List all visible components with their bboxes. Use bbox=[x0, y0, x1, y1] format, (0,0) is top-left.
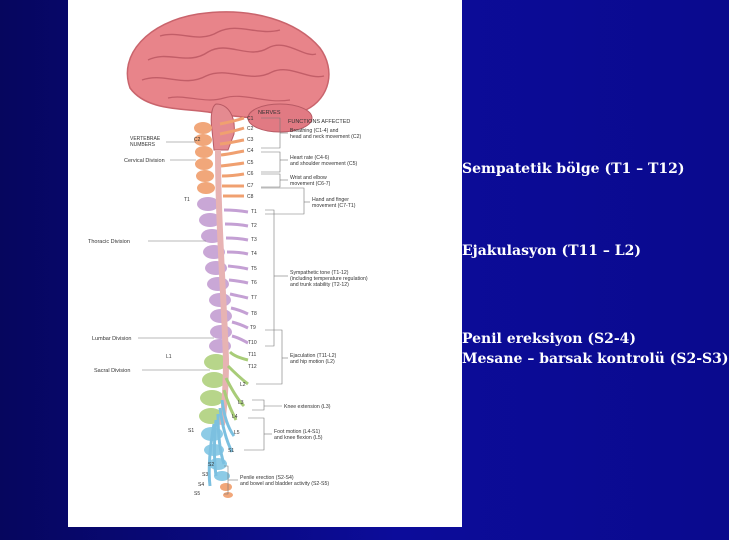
vertebra-markers: C2 T1 L1 S1 bbox=[166, 137, 201, 434]
nerve-label: L4 bbox=[232, 414, 238, 420]
nerve-label: T12 bbox=[248, 364, 257, 370]
bladder-bowel-control-note: Mesane – barsak kontrolü (S2-S3) bbox=[462, 351, 729, 367]
function-label: movement (C7-T1) bbox=[312, 203, 356, 209]
function-label: Foot motion (L4-S1) bbox=[274, 429, 320, 435]
division-leader-lines bbox=[138, 141, 214, 371]
nerve-label: C4 bbox=[247, 148, 254, 154]
functions-header: FUNCTIONS AFFECTED bbox=[288, 119, 350, 125]
nerve-label: T1 bbox=[251, 209, 257, 215]
cervical-vertebrae bbox=[194, 122, 215, 194]
nerve-label: T3 bbox=[251, 237, 257, 243]
nerve-label: T10 bbox=[248, 340, 257, 346]
spinal-cord-figure: NERVES FUNCTIONS AFFECTED VERTEBRAE NUMB… bbox=[68, 0, 462, 527]
vertebra-marker-l1: L1 bbox=[166, 354, 172, 360]
function-label: Heart rate (C4-6) bbox=[290, 155, 329, 161]
cervical-division-label: Cervical Division bbox=[124, 158, 165, 164]
spinal-cord bbox=[215, 149, 230, 426]
spinal-anatomy-illustration: NERVES FUNCTIONS AFFECTED VERTEBRAE NUMB… bbox=[88, 11, 368, 498]
function-label: Breathing (C1-4) and bbox=[290, 128, 339, 134]
function-label: Ejaculation (T11-L2) bbox=[290, 353, 337, 359]
nerve-label: T7 bbox=[251, 295, 257, 301]
nerve-label: C3 bbox=[247, 137, 254, 143]
nerve-label: T4 bbox=[251, 251, 257, 257]
function-brackets bbox=[224, 117, 310, 495]
nerve-label: S1 bbox=[228, 448, 234, 454]
function-label: Wrist and elbow bbox=[290, 175, 327, 181]
nerve-label: T9 bbox=[250, 325, 256, 331]
function-label: Hand and finger bbox=[312, 197, 349, 203]
nerve-labels: C1 C2 C3 C4 C5 C6 C7 C8 T1 T2 T3 T4 T5 T… bbox=[194, 116, 257, 497]
lumbar-division-label: Lumbar Division bbox=[92, 336, 131, 342]
nerve-label: S3 bbox=[202, 472, 208, 478]
function-label: (including temperature regulation) bbox=[290, 276, 368, 282]
nerve-label: L2 bbox=[240, 382, 246, 388]
function-label: and trunk stability (T2-12) bbox=[290, 282, 349, 288]
sacral-division-label: Sacral Division bbox=[94, 368, 130, 374]
function-labels: Breathing (C1-4) and head and neck movem… bbox=[240, 128, 368, 487]
nerve-label: T8 bbox=[251, 311, 257, 317]
function-label: and knee flexion (L5) bbox=[274, 435, 323, 441]
thoracic-division-label: Thoracic Division bbox=[88, 239, 130, 245]
nerve-label: S2 bbox=[208, 462, 214, 468]
nerve-roots bbox=[207, 116, 249, 487]
ejaculation-note: Ejakulasyon (T11 – L2) bbox=[462, 243, 641, 259]
function-label: movement (C6-7) bbox=[290, 181, 331, 187]
function-label: Sympathetic tone (T1-12) bbox=[290, 270, 349, 276]
nerve-label: C1 bbox=[247, 116, 254, 122]
nerve-label: C2 bbox=[247, 126, 254, 132]
nerve-label: T11 bbox=[248, 352, 256, 358]
division-labels: Cervical Division Thoracic Division Lumb… bbox=[88, 158, 165, 374]
lumbar-vertebrae bbox=[199, 354, 228, 424]
function-label: Penile erection (S2-S4) bbox=[240, 475, 294, 481]
function-label: and bowel and bladder activity (S2-S5) bbox=[240, 481, 329, 487]
vertebra-marker-c2: C2 bbox=[194, 137, 201, 143]
nerve-label: S5 bbox=[194, 491, 200, 497]
vertebra-marker-t1: T1 bbox=[184, 197, 190, 203]
function-label: and shoulder movement (C5) bbox=[290, 161, 357, 167]
penile-erection-note: Penil ereksiyon (S2-4) bbox=[462, 331, 637, 347]
nerve-label: L5 bbox=[234, 430, 240, 436]
function-label: and hip motion (L2) bbox=[290, 359, 335, 365]
function-label: Knee extension (L3) bbox=[284, 404, 331, 410]
nerve-label: C5 bbox=[247, 160, 254, 166]
vertebrae-numbers-label-1: VERTEBRAE bbox=[130, 136, 161, 142]
vertebra-marker-s1: S1 bbox=[188, 428, 194, 434]
function-label: head and neck movement (C2) bbox=[290, 134, 361, 140]
nerves-header: NERVES bbox=[258, 110, 281, 116]
nerve-label: S4 bbox=[198, 482, 204, 488]
nerve-label: T2 bbox=[251, 223, 257, 229]
brain-illustration bbox=[126, 11, 330, 151]
nerve-label: T5 bbox=[251, 266, 257, 272]
nerve-label: C6 bbox=[247, 171, 254, 177]
nerve-label: T6 bbox=[251, 280, 257, 286]
nerve-label: C8 bbox=[247, 194, 254, 200]
nerve-label: L3 bbox=[238, 400, 244, 406]
vertebrae-numbers-label-2: NUMBERS bbox=[130, 142, 156, 148]
nerve-label: C7 bbox=[247, 183, 254, 189]
sympathetic-region-note: Sempatetik bölge (T1 – T12) bbox=[462, 161, 685, 177]
